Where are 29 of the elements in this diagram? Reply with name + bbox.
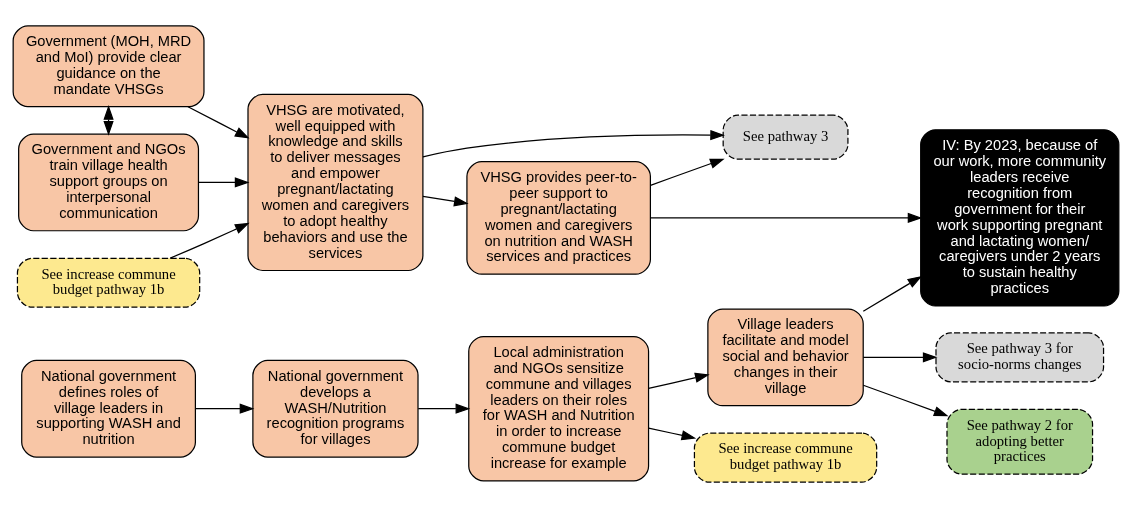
node-box: National government develops a WASH/Nutrition recognition programs for villages [252,359,419,458]
node-box: Village leaders facilitate and model social and behavior changes in their village [707,307,864,406]
arrow [169,222,250,259]
node-box: See increase commune budget pathway 1b [16,257,201,308]
arrow [862,351,938,362]
arrow [862,275,923,312]
arrow [862,384,949,416]
node-box: Government (MOH, MRD and MoI) provide clear guidance on the mandate VHSGs [12,24,205,107]
arrow [195,403,255,414]
node-box: See pathway 2 for adopting better practices [946,408,1094,475]
node-box: Local administration and NGOs sensitize commune and villages leaders on their roles for WASH and Nutrition in order to increase commune budget increase for example [468,335,650,481]
arrow [422,129,725,157]
node-box: See pathway 3 [722,114,849,160]
arrow [647,372,710,389]
arrow [417,403,471,414]
arrow [197,176,250,188]
node-box: IV: By 2023, because of our work, more community leaders receive recognition from government for their work supporting pregnant and lactating women/ caregivers under 2 years to sustain healthy practices [920,128,1120,307]
arrow [422,195,469,206]
arrow [647,426,697,440]
node-box: National government defines roles of village leaders in supporting WASH and nutrition [21,359,196,458]
arrow [649,212,923,223]
arrow [649,158,725,186]
arrow [187,105,250,139]
node-box: VHSG provides peer-to-peer support to pregnant/lactating women and caregivers on nutrition and WASH services and practices [466,160,651,275]
node-box: Government and NGOs train village health support groups on interpersonal communication [18,133,200,231]
arrow [103,104,114,136]
node-box: VHSG are motivated, well equipped with knowledge and skills to deliver messages and empower pregnant/lactating women and caregivers to adopt healthy behaviors and use the services [247,93,424,271]
node-box: See increase commune budget pathway 1b [693,432,878,483]
node-box: See pathway 3 for socio-norms changes [935,331,1105,382]
